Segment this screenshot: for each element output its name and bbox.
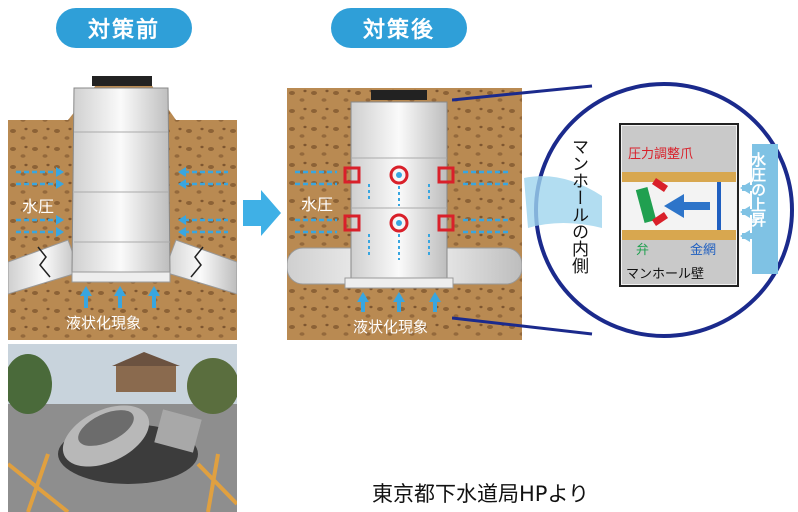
manhole: [350, 101, 448, 279]
water-pressure-arrows-left: [16, 170, 60, 234]
manhole: [71, 87, 171, 273]
valve-shape: [635, 187, 657, 223]
water-pressure-arrows-right: [184, 170, 228, 234]
valve-label: 弁: [636, 243, 649, 258]
pressure-rise-label: 水圧の上昇: [749, 151, 767, 228]
liquefaction-arrows: [357, 292, 441, 312]
liquefaction-label-after: 液状化現象: [353, 318, 428, 336]
water-pressure-arrows: [295, 170, 509, 234]
manhole-cover: [92, 76, 152, 86]
manhole-cover: [371, 90, 427, 100]
before-title: 対策前: [56, 8, 192, 48]
wire-mesh-label: 金網: [690, 242, 716, 258]
pressure-valve-markers: [343, 165, 455, 233]
damage-photo: [8, 344, 237, 512]
before-diagram: 水圧 液状化現象: [8, 72, 237, 340]
source-credit: 東京都下水道局HPより: [372, 482, 590, 506]
pressure-claw-label: 圧力調整爪: [628, 147, 693, 162]
manhole-inside-label: マンホールの内側: [568, 138, 589, 274]
after-title: 対策後: [331, 8, 467, 48]
liquefaction-arrows: [80, 286, 160, 308]
transition-arrow: [243, 190, 281, 236]
manhole-wall-label: マンホール壁: [626, 267, 704, 282]
water-pressure-label-before: 水圧: [22, 197, 54, 216]
detail-callout: マンホールの内側 圧力調整爪 弁 金網 マンホール壁 水圧の上昇: [452, 82, 794, 338]
liquefaction-label-before: 液状化現象: [66, 314, 141, 332]
after-diagram: 水圧 液状化現象: [287, 88, 522, 340]
water-pressure-label-after: 水圧: [301, 195, 333, 214]
pressure-rise-bar: [752, 144, 778, 274]
